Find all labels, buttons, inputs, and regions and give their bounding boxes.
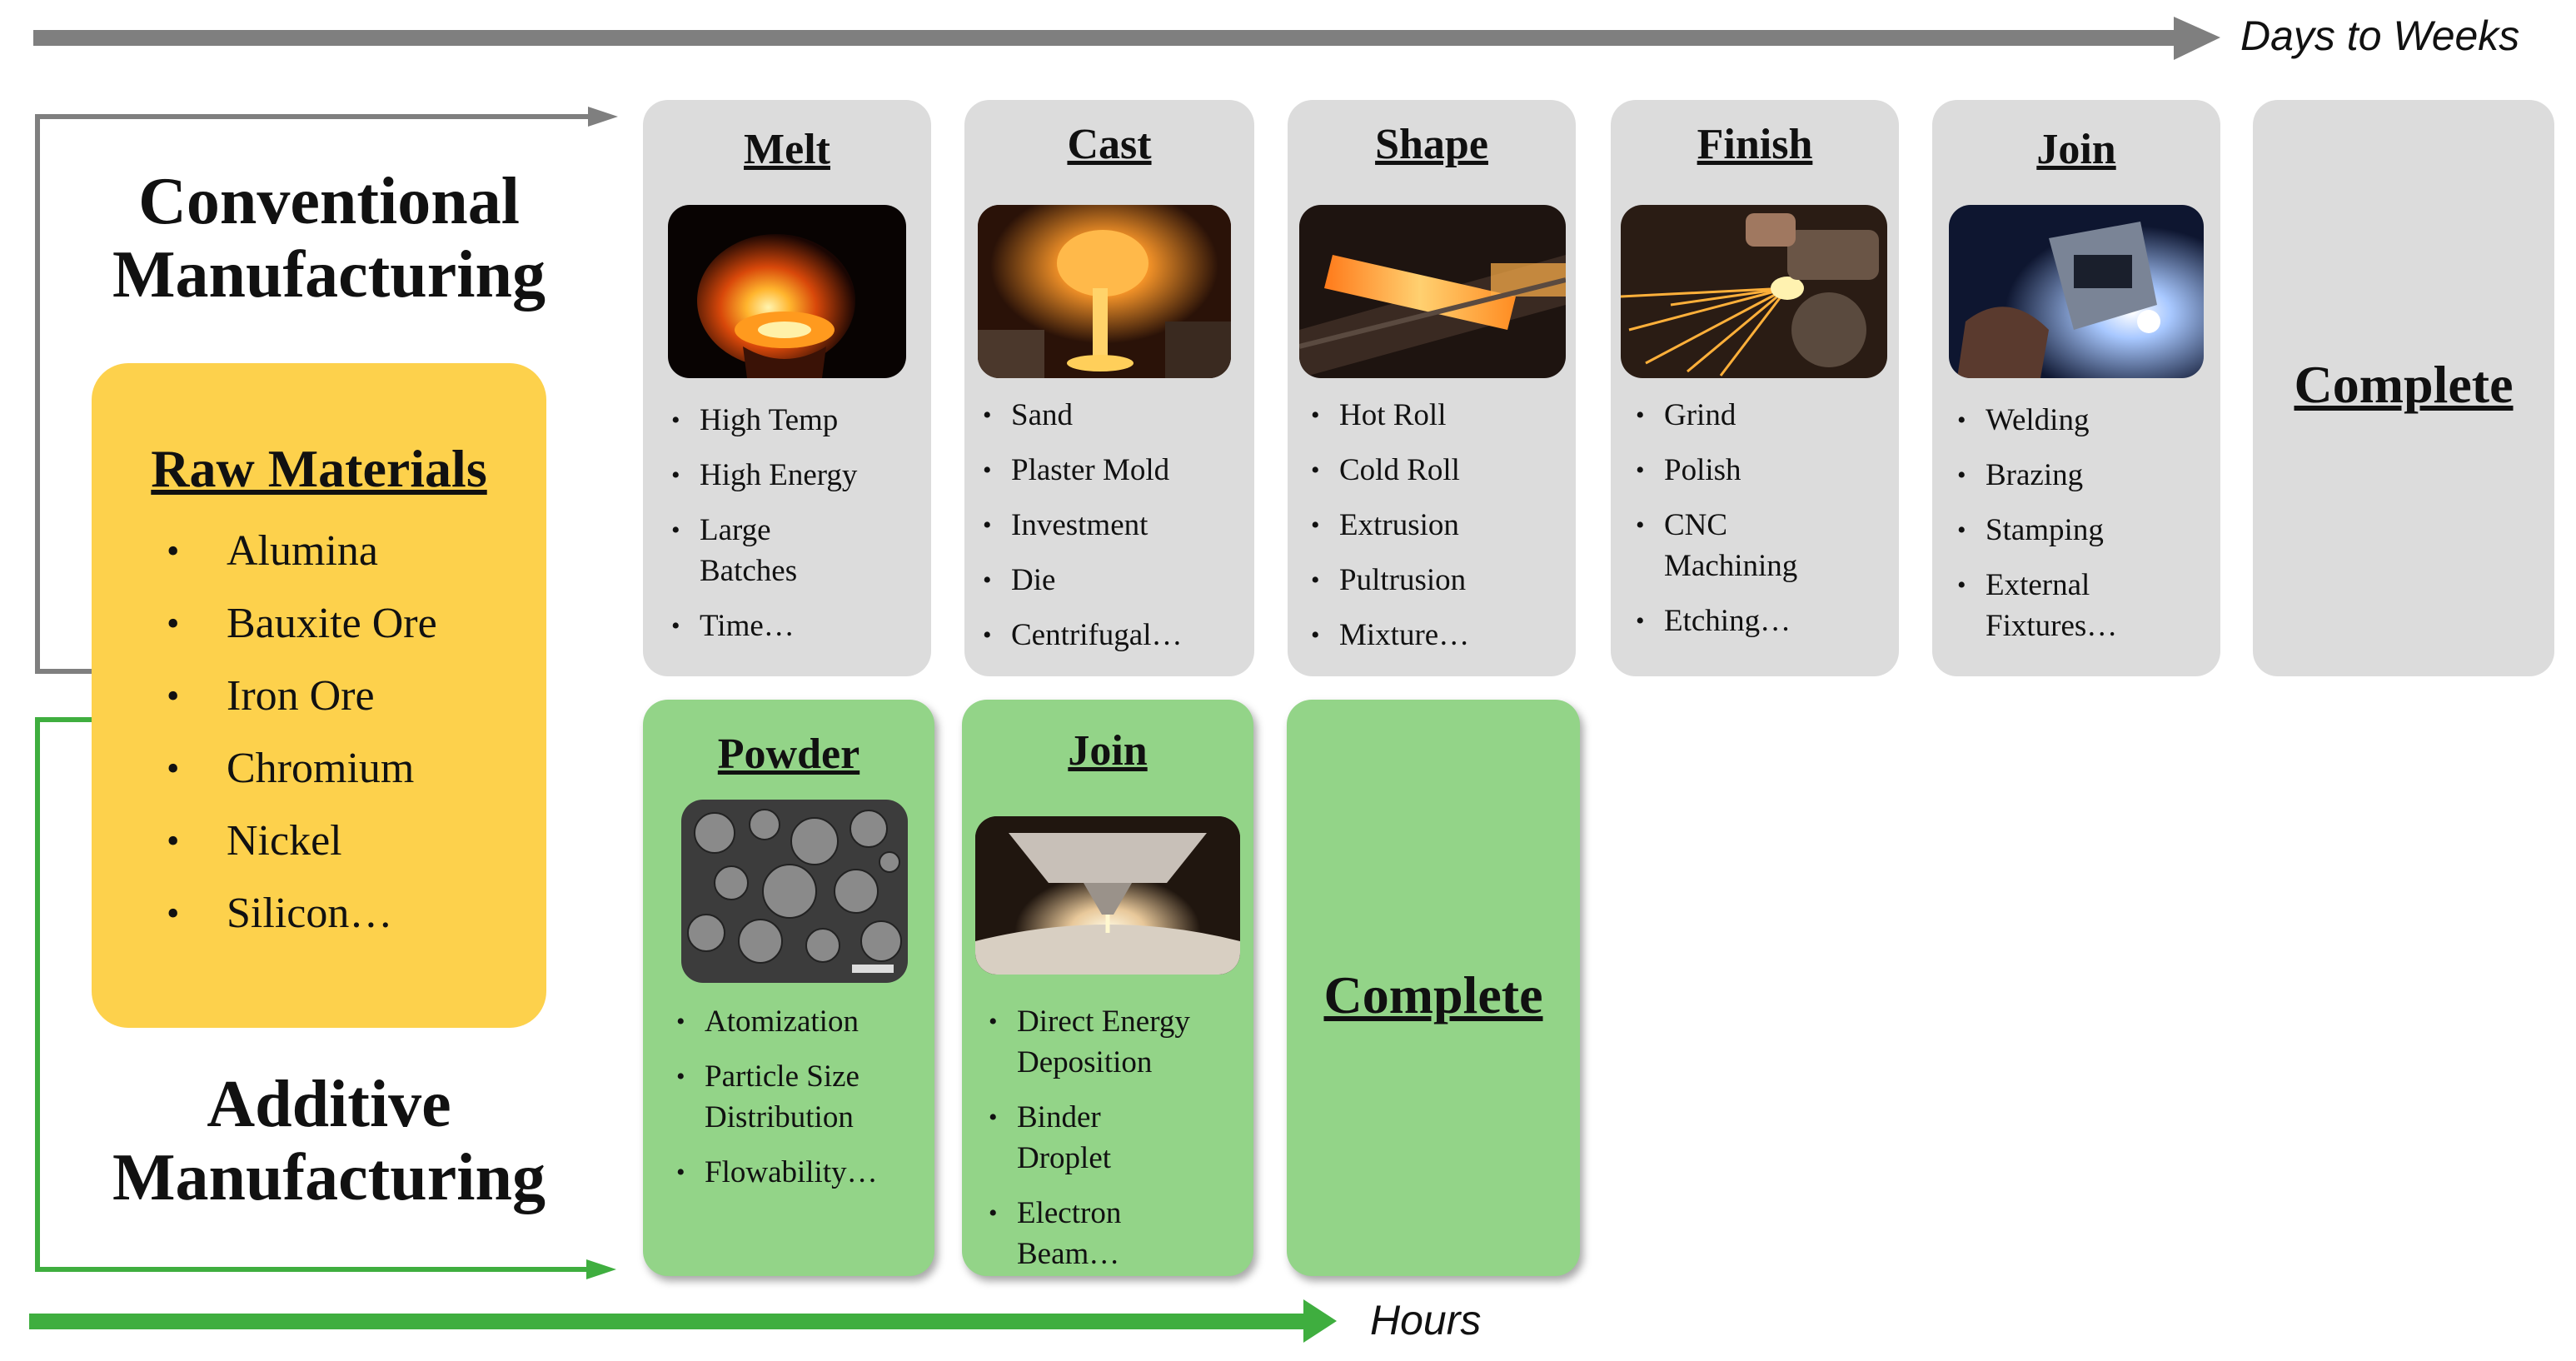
step-title: Join — [2036, 126, 2116, 173]
conventional-title-line2: Manufacturing — [112, 238, 546, 312]
bullet-item: Die — [983, 560, 1249, 601]
raw-material-item: Silicon… — [167, 877, 546, 950]
step-bullets: Hot Roll Cold Roll Extrusion Pultrusion … — [1311, 395, 1569, 670]
additive-step-join: Join Direct Energy Deposition Binder Dro… — [962, 700, 1253, 1276]
additive-manufacturing-title: Additive Manufacturing — [79, 1068, 579, 1214]
conventional-step-join: Join Welding Brazing Stamping External F… — [1932, 100, 2220, 676]
step-title: Shape — [1375, 121, 1488, 168]
bullet-item: Investment — [983, 505, 1249, 546]
raw-material-item: Iron Ore — [167, 660, 546, 732]
conventional-flow-connector — [35, 107, 618, 674]
bullet-item: High Energy — [671, 455, 921, 496]
raw-material-item: Nickel — [167, 805, 546, 877]
additive-title-line1: Additive — [207, 1068, 451, 1141]
molten-metal-crucible-image — [668, 205, 906, 378]
bullet-item: Atomization — [676, 1001, 930, 1042]
additive-title-line2: Manufacturing — [112, 1141, 546, 1214]
conventional-step-finish: Finish Grind Polish CNC Machining Etchin… — [1611, 100, 1899, 676]
conventional-step-melt: Melt High Temp High Energy Large Batches… — [643, 100, 931, 676]
bullet-item: Extrusion — [1311, 505, 1569, 546]
bullet-item: Stamping — [1957, 510, 2215, 551]
bullet-item: Etching… — [1636, 601, 1894, 641]
energy-deposition-nozzle-image — [975, 816, 1240, 975]
bullet-item: Sand — [983, 395, 1249, 436]
additive-flow-connector — [35, 717, 616, 1279]
bullet-item: Welding — [1957, 400, 2215, 441]
angle-grinder-sparks-image — [1621, 205, 1887, 378]
additive-step-powder: Powder Atomization Particle Size Distrib… — [643, 700, 934, 1276]
conventional-timeline-arrow — [33, 17, 2220, 60]
step-title: Finish — [1697, 121, 1813, 168]
bullet-item: Time… — [671, 606, 921, 646]
step-bullets: Atomization Particle Size Distribution F… — [676, 1001, 930, 1207]
additive-complete-card: Complete — [1287, 700, 1580, 1276]
step-bullets: Welding Brazing Stamping External Fixtur… — [1957, 400, 2215, 661]
bullet-item: Cold Roll — [1311, 450, 1569, 491]
bullet-item: Particle Size Distribution — [676, 1056, 930, 1138]
bullet-item: Electron Beam… — [989, 1193, 1248, 1274]
conventional-manufacturing-title: Conventional Manufacturing — [79, 165, 579, 312]
bullet-item: Brazing — [1957, 455, 2215, 496]
raw-material-item: Bauxite Ore — [167, 587, 546, 660]
additive-timeline-arrow — [29, 1299, 1337, 1343]
hot-rolling-bar-image — [1299, 205, 1566, 378]
pouring-molten-metal-image — [978, 205, 1231, 378]
complete-label: Complete — [1323, 965, 1543, 1024]
bullet-item: CNC Machining — [1636, 505, 1894, 586]
bullet-item: Binder Droplet — [989, 1097, 1248, 1179]
bullet-item: Large Batches — [671, 510, 921, 591]
bullet-item: Hot Roll — [1311, 395, 1569, 436]
step-bullets: Direct Energy Deposition Binder Droplet … — [989, 1001, 1248, 1289]
arc-welder-image — [1949, 205, 2204, 378]
bullet-item: External Fixtures… — [1957, 565, 2215, 646]
bullet-item: Pultrusion — [1311, 560, 1569, 601]
raw-material-item: Chromium — [167, 732, 546, 805]
raw-materials-list: Alumina Bauxite Ore Iron Ore Chromium Ni… — [92, 515, 546, 950]
bullet-item: Grind — [1636, 395, 1894, 436]
bullet-item: Centrifugal… — [983, 615, 1249, 656]
bullet-item: Direct Energy Deposition — [989, 1001, 1248, 1083]
raw-materials-title: Raw Materials — [151, 439, 487, 498]
step-bullets: Sand Plaster Mold Investment Die Centrif… — [983, 395, 1249, 670]
step-title: Powder — [717, 730, 860, 778]
bullet-item: Flowability… — [676, 1152, 930, 1193]
bullet-item: Plaster Mold — [983, 450, 1249, 491]
additive-timeline-label: Hours — [1370, 1297, 1482, 1344]
step-bullets: High Temp High Energy Large Batches Time… — [671, 400, 921, 661]
step-title: Melt — [744, 126, 830, 173]
bullet-item: Polish — [1636, 450, 1894, 491]
raw-materials-box: Raw Materials Alumina Bauxite Ore Iron O… — [92, 363, 546, 1028]
step-bullets: Grind Polish CNC Machining Etching… — [1636, 395, 1894, 656]
bullet-item: Mixture… — [1311, 615, 1569, 656]
complete-label: Complete — [2294, 355, 2514, 414]
conventional-timeline-label: Days to Weeks — [2240, 12, 2520, 59]
step-title: Cast — [1067, 121, 1152, 168]
metal-powder-sem-image — [681, 800, 908, 983]
raw-material-item: Alumina — [167, 515, 546, 587]
bullet-item: High Temp — [671, 400, 921, 441]
step-title: Join — [1068, 727, 1148, 775]
conventional-complete-card: Complete — [2253, 100, 2554, 676]
conventional-title-line1: Conventional — [138, 165, 520, 238]
conventional-step-shape: Shape Hot Roll Cold Roll Extrusion Pultr… — [1288, 100, 1576, 676]
conventional-step-cast: Cast Sand Plaster Mold Investment Die Ce… — [964, 100, 1254, 676]
